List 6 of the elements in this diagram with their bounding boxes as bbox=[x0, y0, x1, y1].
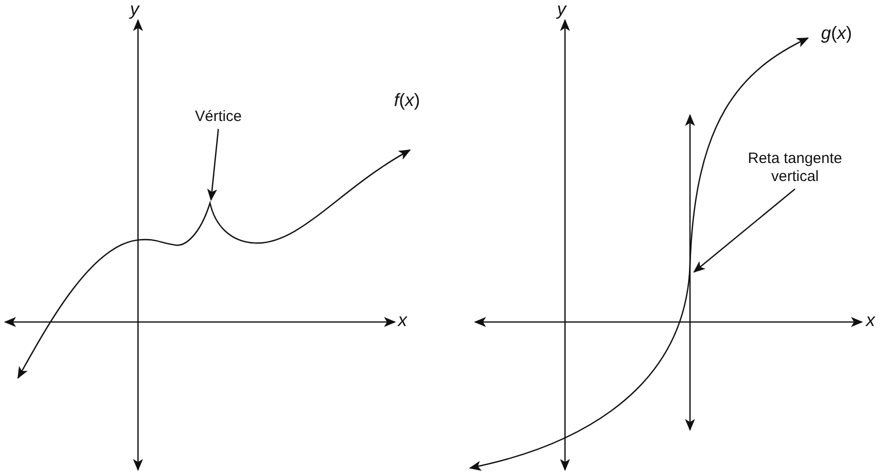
callout-label: Reta tangente vertical bbox=[740, 150, 850, 186]
leader-line bbox=[207, 128, 219, 201]
axis-label: f(x) bbox=[394, 91, 420, 109]
axis-label: g(x) bbox=[821, 24, 852, 42]
callout-label: Vértice bbox=[195, 108, 242, 126]
leader-line bbox=[693, 188, 796, 273]
